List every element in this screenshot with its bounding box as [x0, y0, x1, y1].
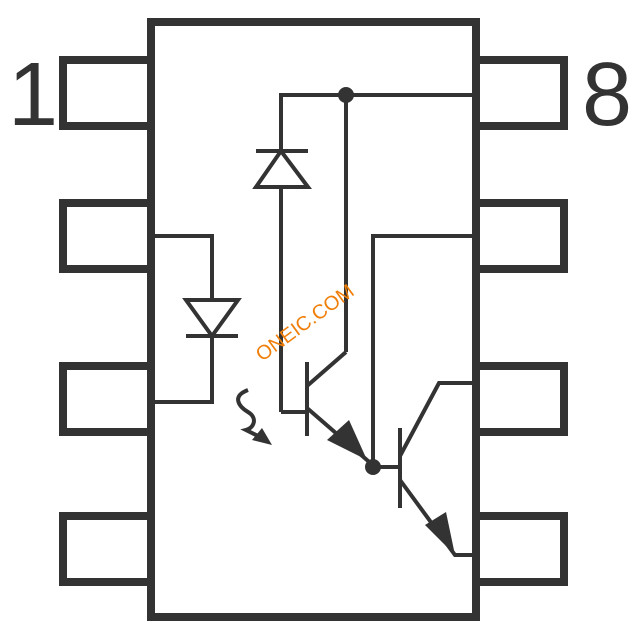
pin-1-label: 1 — [8, 45, 58, 145]
output-collector — [398, 381, 476, 457]
light-emission-icon — [236, 388, 267, 442]
led-anode-wire — [151, 234, 214, 300]
photodiode-icon — [252, 147, 312, 189]
pin-8-label: 8 — [582, 45, 632, 145]
led-cathode-wire — [151, 336, 214, 404]
input-led-icon — [182, 298, 242, 340]
pin-2 — [59, 199, 155, 273]
output-emitter-arrow — [425, 512, 455, 555]
pin-4 — [59, 512, 155, 586]
light-arrowhead-icon — [252, 428, 272, 445]
pin-5 — [472, 512, 568, 586]
pin-3 — [59, 362, 155, 436]
pin-1 — [59, 56, 155, 130]
phototransistor-emitter-arrow — [327, 420, 367, 460]
phototransistor-collector — [305, 350, 348, 388]
pin-7 — [472, 199, 568, 273]
junction-dot — [338, 87, 354, 103]
pin-6 — [472, 362, 568, 436]
pin8-wire — [279, 93, 476, 151]
pin-8 — [472, 56, 568, 130]
pin7-wire — [371, 234, 476, 467]
junction-dot — [365, 459, 381, 475]
ic-body — [147, 18, 480, 621]
